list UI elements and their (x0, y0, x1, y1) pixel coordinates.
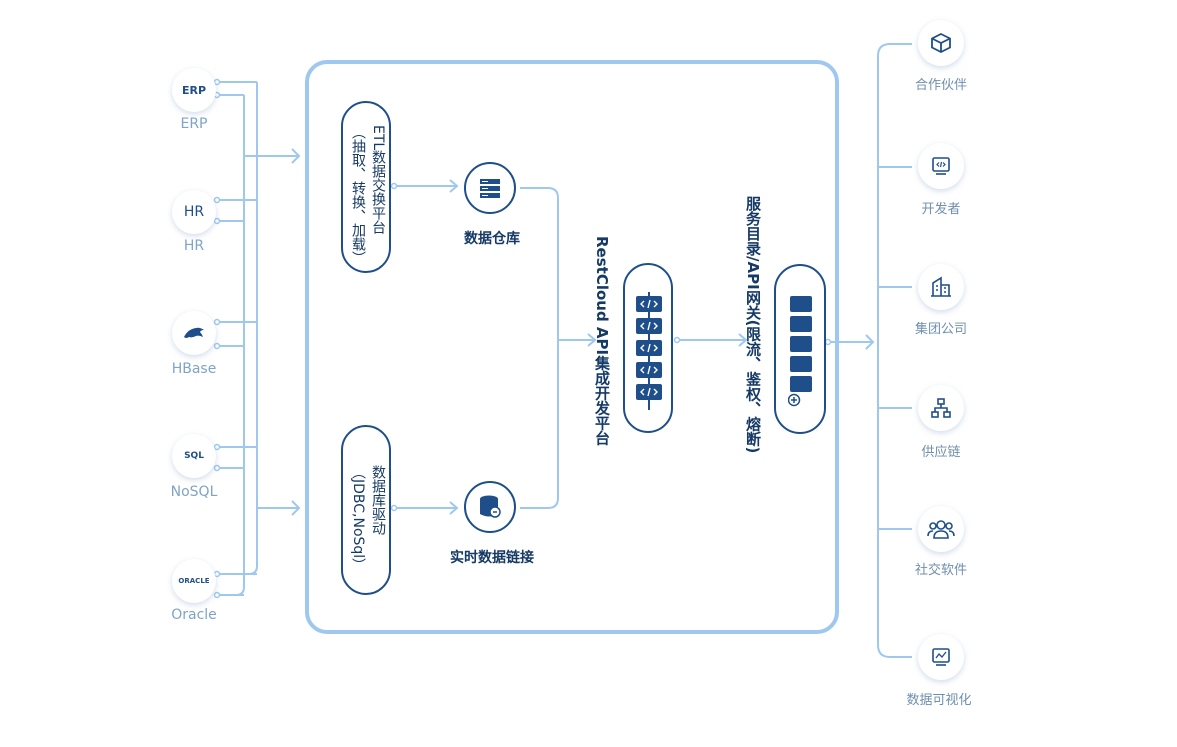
source-label-erp: ERP (180, 116, 208, 132)
oracle-icon: ORACLE (172, 559, 216, 603)
code-api-icon (636, 292, 662, 410)
integration-platform-title: RestCloud API集成开发平台 (593, 236, 611, 446)
nosql-icon: SQL (172, 434, 216, 478)
source-label-nosql: NoSQL (170, 484, 218, 500)
cube-icon (918, 20, 964, 66)
target-label-supply-chain: 供应链 (921, 445, 961, 460)
catalog-stack-icon (788, 296, 812, 407)
gateway-title: 服务目录/API网关(限流、鉴权、熔断) (744, 196, 762, 454)
target-label-social: 社交软件 (914, 563, 967, 578)
api-stack-pill (623, 263, 673, 433)
dolphin-icon (172, 311, 216, 355)
erp-icon: ERP (172, 68, 216, 112)
platform-container (305, 60, 839, 634)
server-icon (464, 162, 516, 214)
warehouse-label: 数据仓库 (464, 231, 520, 247)
etl-platform-text: ETL数据交换平台 （抽取、转换、加载） (350, 125, 386, 265)
target-label-visualization: 数据可视化 (906, 693, 972, 708)
source-label-hbase: HBase (171, 361, 217, 377)
realtime-link-label: 实时数据链接 (450, 550, 534, 566)
database-icon (464, 481, 516, 533)
target-label-developers: 开发者 (921, 202, 961, 217)
service-catalog-pill (774, 264, 826, 434)
code-monitor-icon (918, 143, 964, 189)
source-label-oracle: Oracle (171, 607, 217, 623)
target-label-partners: 合作伙伴 (914, 78, 967, 93)
building-icon (918, 264, 964, 310)
etl-platform-pill: ETL数据交换平台 （抽取、转换、加载） (341, 101, 391, 273)
network-icon (918, 385, 964, 431)
target-label-group: 集团公司 (914, 322, 967, 337)
db-driver-text: 数据库驱动 （JDBC,NoSql） (350, 465, 386, 573)
db-driver-pill: 数据库驱动 （JDBC,NoSql） (341, 425, 391, 595)
chart-monitor-icon (918, 634, 964, 680)
source-label-hr: HR (183, 238, 205, 254)
users-icon (918, 506, 964, 552)
hr-icon: HR (172, 190, 216, 234)
